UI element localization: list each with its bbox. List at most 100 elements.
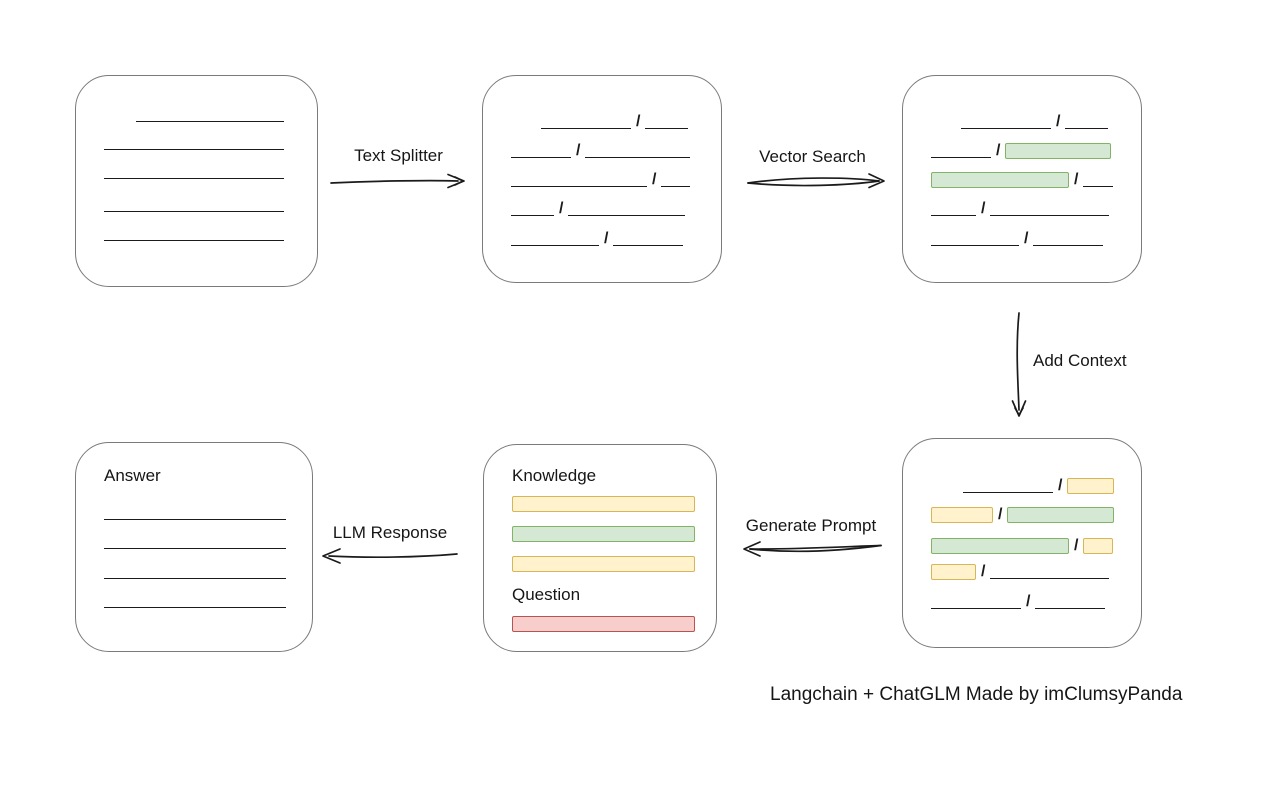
chunk-separator: / <box>1026 593 1031 610</box>
generate-prompt-arrow <box>743 541 882 557</box>
chunk-separator: / <box>1074 537 1079 554</box>
text-line <box>613 245 684 246</box>
source-document-box <box>75 75 318 287</box>
arrow-head <box>322 548 341 564</box>
text-line <box>585 157 691 158</box>
text-line <box>1035 608 1106 609</box>
text-line <box>104 519 286 520</box>
chunk-separator: / <box>1058 477 1063 494</box>
text-line <box>961 128 1051 129</box>
arrow-shaft <box>1016 312 1020 411</box>
chunk-separator: / <box>652 171 657 188</box>
text-line <box>104 548 286 549</box>
add-context-arrow <box>1011 312 1027 417</box>
chunk-separator: / <box>1056 113 1061 130</box>
context-box: / / / / / <box>902 438 1142 648</box>
text-line <box>104 149 284 150</box>
content-row: / <box>483 139 721 159</box>
text-line <box>511 186 647 187</box>
content-row <box>484 492 716 512</box>
indent-gap <box>511 129 541 130</box>
text-line <box>931 215 976 216</box>
red-highlight-chip <box>512 616 695 632</box>
content-row <box>76 589 312 609</box>
chunk-separator: / <box>981 563 986 580</box>
text-line <box>104 578 286 579</box>
chunk-separator: / <box>604 230 609 247</box>
arrow-head <box>743 541 761 557</box>
green-highlight-chip <box>1005 143 1112 159</box>
text-line <box>1033 245 1104 246</box>
arrow-shaft <box>749 544 882 550</box>
generate-prompt-label: Generate Prompt <box>745 516 877 535</box>
llm-response-arrow <box>322 548 458 564</box>
arrow-head <box>447 173 465 189</box>
content-row: Knowledge <box>484 466 716 486</box>
text-line <box>1065 128 1109 129</box>
arrow-head <box>1014 407 1024 416</box>
yellow-highlight-chip <box>931 507 993 523</box>
content-row: / <box>903 560 1141 580</box>
llm-response-label: LLM Response <box>332 523 448 542</box>
text-line <box>990 215 1110 216</box>
text-line <box>136 121 284 122</box>
content-row: / <box>903 110 1141 130</box>
add-context-label: Add Context <box>1033 351 1127 370</box>
text-line <box>511 245 599 246</box>
text-line <box>963 492 1053 493</box>
chunk-separator: / <box>636 113 641 130</box>
content-row: / <box>903 139 1141 159</box>
chunk-separator: / <box>1024 230 1029 247</box>
text-line <box>511 157 571 158</box>
arrow-head <box>868 173 885 189</box>
text-line <box>104 211 284 212</box>
knowledge-label: Knowledge <box>512 466 597 485</box>
content-row <box>484 552 716 572</box>
content-row: / <box>483 168 721 188</box>
text-line <box>645 128 689 129</box>
text-line <box>931 157 991 158</box>
green-highlight-chip <box>931 172 1069 188</box>
content-row: / <box>903 503 1141 523</box>
vector-search-arrow <box>747 173 885 189</box>
credit-caption: Langchain + ChatGLM Made by imClumsyPand… <box>770 684 1183 705</box>
indent-gap <box>104 122 136 123</box>
arrow-shaft <box>747 180 880 187</box>
question-label: Question <box>512 585 581 604</box>
chunk-separator: / <box>559 200 564 217</box>
content-row <box>484 612 716 632</box>
content-row: / <box>903 227 1141 247</box>
content-row: / <box>903 534 1141 554</box>
yellow-highlight-chip <box>512 496 695 512</box>
content-row: / <box>903 168 1141 188</box>
arrow-shaft <box>749 544 882 553</box>
arrow-shaft <box>747 177 880 184</box>
chunk-separator: / <box>998 506 1003 523</box>
content-row <box>76 160 317 180</box>
text-line <box>568 215 686 216</box>
text-line <box>1083 186 1114 187</box>
text-splitter-label: Text Splitter <box>354 146 443 165</box>
arrow-shaft <box>328 553 458 559</box>
content-row: Question <box>484 585 716 605</box>
yellow-highlight-chip <box>1083 538 1114 554</box>
content-row: Answer <box>76 466 312 486</box>
text-line <box>931 608 1021 609</box>
content-row <box>76 222 317 242</box>
chunk-separator: / <box>1074 171 1079 188</box>
text-line <box>661 186 691 187</box>
yellow-highlight-chip <box>931 564 976 580</box>
split-text-box: / / / / / <box>482 75 722 283</box>
content-row <box>484 522 716 542</box>
arrow-head <box>454 176 464 186</box>
content-row: / <box>903 474 1141 494</box>
yellow-highlight-chip <box>512 556 695 572</box>
vector-matches-box: / / / / / <box>902 75 1142 283</box>
chunk-separator: / <box>981 200 986 217</box>
answer-box: Answer <box>75 442 313 652</box>
content-row <box>76 131 317 151</box>
yellow-highlight-chip <box>1067 478 1115 494</box>
indent-gap <box>931 129 961 130</box>
